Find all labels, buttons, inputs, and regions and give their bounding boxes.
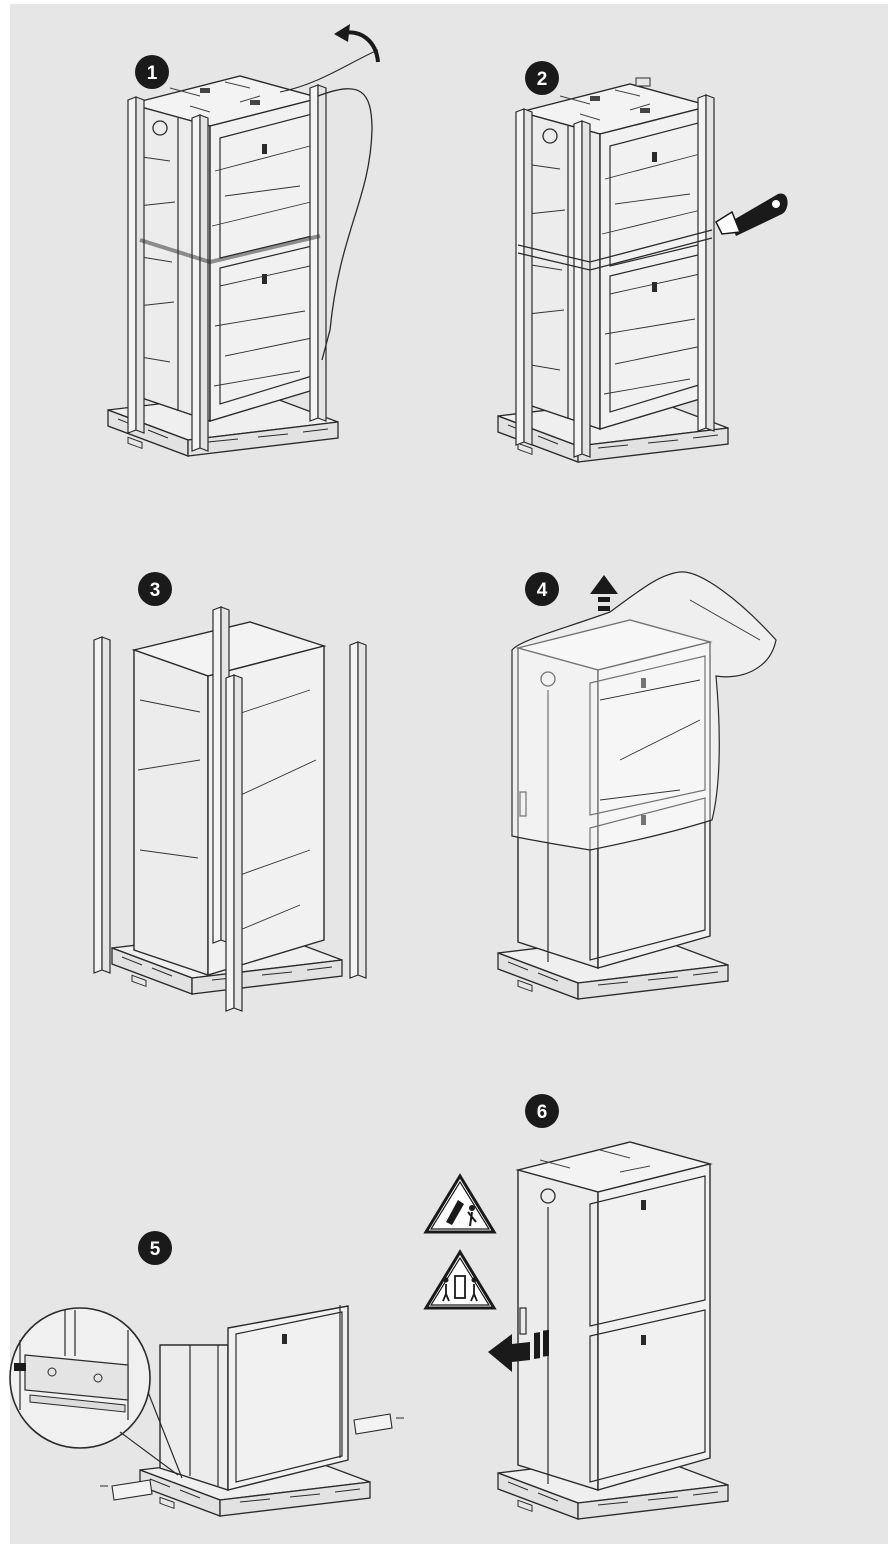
- detail-zoom-callout: [9, 1307, 183, 1479]
- step-6-panel: 6: [423, 1094, 729, 1520]
- step-badge-5: 5: [138, 1231, 172, 1265]
- step-2-panel: 2: [497, 61, 788, 463]
- step-badge-6: 6: [525, 1094, 559, 1128]
- step-number: 2: [537, 69, 548, 90]
- shipping-bracket: [100, 1413, 404, 1501]
- step-3-panel: 3: [93, 572, 367, 1012]
- step-badge-2: 2: [525, 61, 559, 95]
- tip-hazard-icon: [423, 1173, 497, 1234]
- curved-arrow-icon: [334, 24, 380, 63]
- two-person-lift-icon: [423, 1249, 497, 1310]
- cabinet: [515, 1141, 713, 1491]
- step-number: 4: [537, 580, 548, 601]
- step-badge-3: 3: [138, 572, 172, 606]
- step-number: 1: [147, 63, 158, 84]
- left-arrow-icon: [488, 1329, 549, 1372]
- step-badge-1: 1: [135, 55, 169, 89]
- cabinet: [515, 619, 713, 969]
- cabinet-lower-section: [159, 1305, 349, 1491]
- step-number: 5: [150, 1239, 161, 1260]
- step-5-panel: 5: [9, 1231, 404, 1517]
- step-number: 6: [537, 1102, 548, 1123]
- utility-knife-icon: [715, 193, 788, 236]
- step-badge-4: 4: [525, 572, 559, 606]
- plastic-bag: [511, 571, 777, 851]
- step-4-panel: 4: [497, 571, 777, 1000]
- step-number: 3: [150, 580, 161, 601]
- step-1-panel: 1: [107, 24, 380, 457]
- up-arrow-icon: [590, 575, 618, 611]
